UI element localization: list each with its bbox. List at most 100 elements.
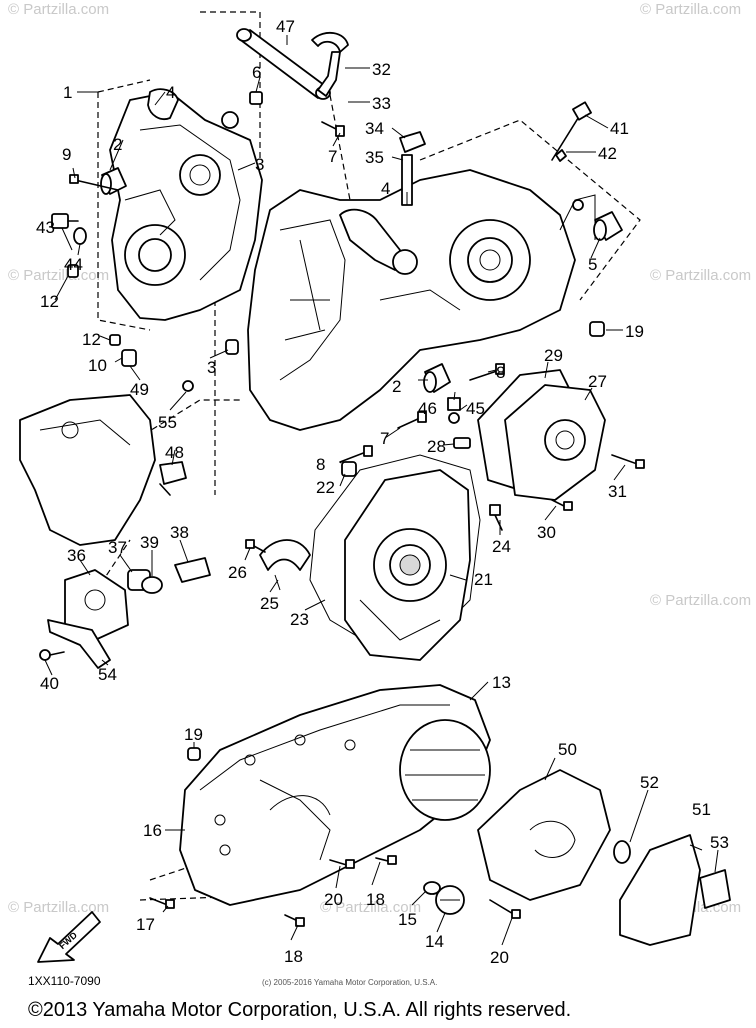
callout-14: 14 bbox=[425, 932, 444, 951]
bracket-48 bbox=[159, 461, 187, 496]
callout-23: 23 bbox=[290, 610, 309, 629]
oring-15 bbox=[423, 881, 441, 895]
gasket-23 bbox=[309, 454, 481, 651]
callout-38: 38 bbox=[170, 523, 189, 542]
crankcase-right-half bbox=[247, 169, 596, 431]
copyright-text: ©2013 Yamaha Motor Corporation, U.S.A. A… bbox=[28, 999, 571, 1021]
leader-lines bbox=[44, 35, 719, 946]
callout-46: 46 bbox=[418, 399, 437, 418]
callout-13: 13 bbox=[492, 673, 511, 692]
watermark-text: © Partzilla.com bbox=[640, 1, 741, 18]
callout-7: 7 bbox=[380, 429, 389, 448]
bracket-54 bbox=[47, 619, 111, 669]
dowel-22 bbox=[341, 461, 357, 477]
callout-31: 31 bbox=[608, 482, 627, 501]
cap-38 bbox=[174, 557, 211, 583]
callout-42: 42 bbox=[598, 144, 617, 163]
callout-43: 43 bbox=[36, 218, 55, 237]
cover-intake-13 bbox=[399, 719, 491, 821]
cover-51 bbox=[619, 834, 701, 946]
callout-35: 35 bbox=[365, 148, 384, 167]
dowel-12 bbox=[67, 264, 121, 346]
dowel-19 bbox=[589, 321, 605, 337]
callout-41: 41 bbox=[610, 119, 629, 138]
dowel-19 bbox=[187, 747, 201, 761]
callout-27: 27 bbox=[588, 372, 607, 391]
washer-44 bbox=[73, 227, 87, 245]
drawing-code: 1XX110-7090 bbox=[28, 974, 101, 988]
callout-25: 25 bbox=[260, 594, 279, 613]
fitting-28 bbox=[453, 437, 471, 449]
callout-53: 53 bbox=[710, 833, 729, 852]
callout-8: 8 bbox=[496, 363, 505, 382]
callout-16: 16 bbox=[143, 821, 162, 840]
pin-49 bbox=[121, 339, 239, 367]
cap-14 bbox=[435, 885, 465, 915]
washer-52 bbox=[613, 840, 631, 864]
callout-4: 4 bbox=[166, 83, 175, 102]
callout-5: 5 bbox=[588, 255, 597, 274]
air-duct-50 bbox=[477, 769, 611, 901]
callout-52: 52 bbox=[640, 773, 659, 792]
callout-21: 21 bbox=[474, 570, 493, 589]
oring-39 bbox=[141, 576, 163, 594]
callout-18: 18 bbox=[366, 890, 385, 909]
callout-20: 20 bbox=[324, 890, 343, 909]
callout-12: 12 bbox=[40, 292, 59, 311]
fine-print: (c) 2005-2016 Yamaha Motor Corporation, … bbox=[262, 978, 437, 987]
callout-12: 12 bbox=[82, 330, 101, 349]
callout-40: 40 bbox=[40, 674, 59, 693]
callout-3: 3 bbox=[255, 155, 264, 174]
watermark-text: © Partzilla.com bbox=[8, 267, 109, 284]
callout-39: 39 bbox=[140, 533, 159, 552]
callout-3: 3 bbox=[207, 358, 216, 377]
callout-45: 45 bbox=[466, 399, 485, 418]
bearing-5 bbox=[593, 211, 623, 241]
bolt-31 bbox=[611, 454, 645, 469]
callout-37: 37 bbox=[108, 538, 127, 557]
callout-19: 19 bbox=[184, 725, 203, 744]
callout-1: 1 bbox=[63, 83, 72, 102]
callout-2: 2 bbox=[392, 377, 401, 396]
cover-plate bbox=[19, 394, 156, 546]
callout-36: 36 bbox=[67, 546, 86, 565]
watermark-text: © Partzilla.com bbox=[650, 592, 751, 609]
bolt-55 bbox=[182, 380, 194, 392]
callout-15: 15 bbox=[398, 910, 417, 929]
watermark-text: © Partzilla.com bbox=[8, 899, 109, 916]
callout-24: 24 bbox=[492, 537, 511, 556]
plug-43 bbox=[51, 213, 79, 229]
label-53 bbox=[699, 869, 731, 909]
callout-26: 26 bbox=[228, 563, 247, 582]
callout-6: 6 bbox=[252, 63, 261, 82]
breather-tube-35 bbox=[399, 131, 426, 206]
crankcase-cover-21 bbox=[344, 469, 471, 661]
callout-9: 9 bbox=[62, 145, 71, 164]
callout-30: 30 bbox=[537, 523, 556, 542]
callout-20: 20 bbox=[490, 948, 509, 967]
callout-54: 54 bbox=[98, 665, 117, 684]
crankcase-left-half bbox=[109, 88, 263, 321]
bolt-20 bbox=[329, 859, 521, 919]
bolt-30 bbox=[551, 499, 573, 511]
bolt-7 bbox=[321, 121, 427, 429]
callout-33: 33 bbox=[372, 94, 391, 113]
callout-19: 19 bbox=[625, 322, 644, 341]
bearing-2 bbox=[423, 363, 451, 393]
callout-18: 18 bbox=[284, 947, 303, 966]
callout-50: 50 bbox=[558, 740, 577, 759]
breather-hose-32 bbox=[311, 31, 349, 97]
watermark-text: © Partzilla.com bbox=[650, 267, 751, 284]
callout-34: 34 bbox=[365, 119, 384, 138]
watermark-text: © Partzilla.com bbox=[8, 1, 109, 18]
callout-7: 7 bbox=[328, 147, 337, 166]
callout-32: 32 bbox=[372, 60, 391, 79]
plug-6 bbox=[249, 91, 263, 105]
oil-gauge-41 bbox=[551, 101, 592, 162]
callout-8: 8 bbox=[316, 455, 325, 474]
callout-49: 49 bbox=[130, 380, 149, 399]
cover-27 bbox=[504, 384, 606, 501]
bolt-18 bbox=[284, 855, 397, 927]
callout-2: 2 bbox=[113, 135, 122, 154]
